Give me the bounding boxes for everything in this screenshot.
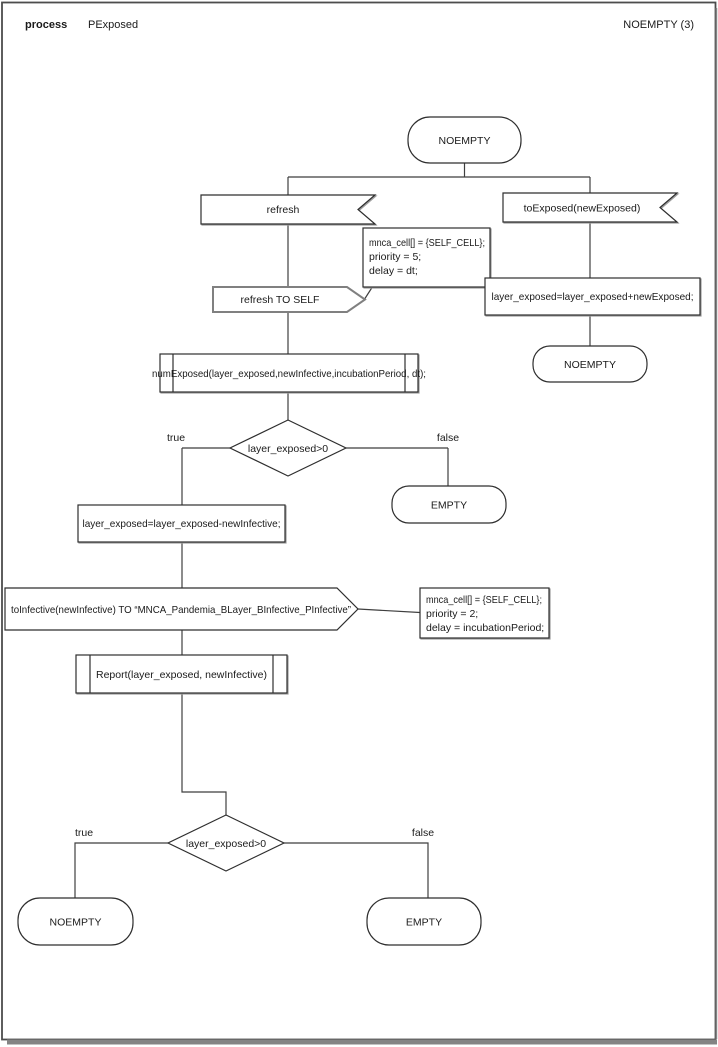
node-report-call[interactable]: Report(layer_exposed, newInfective)	[75, 654, 288, 694]
node-label: NOEMPTY	[50, 917, 102, 929]
node-note2[interactable]: mnca_cell[] = {SELF_CELL}; priority = 2;…	[419, 587, 550, 639]
terminator-shape	[532, 345, 648, 383]
node-empty-state1[interactable]: EMPTY	[391, 485, 507, 524]
node-label: numExposed(layer_exposed,newInfective,in…	[152, 368, 426, 380]
branch-label-false: false	[412, 827, 434, 839]
node-label: layer_exposed=layer_exposed-newInfective…	[83, 518, 281, 530]
note-line: priority = 2;	[426, 608, 478, 620]
predefined-process-shape	[159, 353, 419, 393]
node-label: layer_exposed=layer_exposed+newExposed;	[492, 291, 694, 303]
node-numexposed-call[interactable]: numExposed(layer_exposed,newInfective,in…	[152, 353, 426, 393]
process-shape	[77, 504, 286, 543]
header-doc-state: NOEMPTY (3)	[623, 19, 694, 31]
header-doc-name: PExposed	[88, 19, 138, 31]
send-signal-shape	[4, 587, 359, 631]
note-shape	[362, 227, 491, 288]
node-label: toExposed(newExposed)	[524, 203, 641, 215]
node-empty-state2[interactable]: EMPTY	[366, 897, 482, 946]
node-toexposed-receive[interactable]: toExposed(newExposed)	[502, 192, 679, 223]
node-noempty-state3[interactable]: NOEMPTY	[17, 897, 134, 946]
note-line: mnca_cell[] = {SELF_CELL};	[369, 237, 485, 249]
node-label: NOEMPTY	[439, 135, 491, 147]
node-toinfective-send[interactable]: toInfective(newInfective) TO “MNCA_Pande…	[4, 587, 359, 631]
terminator-shape	[391, 485, 507, 524]
terminator-shape	[407, 116, 522, 164]
page-shadow-bottom	[7, 1039, 717, 1045]
node-label: NOEMPTY	[564, 359, 616, 371]
connector-lines	[74, 163, 591, 898]
receive-signal-shape	[502, 192, 679, 223]
header-doc-type: process	[25, 19, 67, 31]
node-label: EMPTY	[431, 500, 467, 512]
node-decision2[interactable]: layer_exposed>0	[166, 814, 286, 872]
send-signal-shape	[212, 286, 367, 313]
node-refresh-receive[interactable]: refresh	[200, 194, 377, 225]
branch-label-true: true	[75, 827, 93, 839]
branch-label-false: false	[437, 432, 459, 444]
terminator-shape	[366, 897, 482, 946]
node-label: refresh	[267, 204, 300, 216]
node-label: layer_exposed>0	[186, 838, 266, 850]
note-line: mnca_cell[] = {SELF_CELL};	[426, 594, 542, 606]
predefined-process-shape	[75, 654, 288, 694]
note-line: delay = dt;	[369, 265, 418, 277]
note-line: delay = incubationPeriod;	[426, 622, 544, 634]
terminator-shape	[17, 897, 134, 946]
node-start-state[interactable]: NOEMPTY	[407, 116, 522, 164]
receive-signal-shape	[200, 194, 377, 225]
node-label: Report(layer_exposed, newInfective)	[96, 669, 267, 681]
node-label: EMPTY	[406, 917, 442, 929]
node-noempty-state2[interactable]: NOEMPTY	[532, 345, 648, 383]
decision-shape	[166, 814, 286, 872]
node-refresh-send[interactable]: refresh TO SELF	[212, 286, 367, 313]
node-label: toInfective(newInfective) TO “MNCA_Pande…	[11, 604, 351, 616]
node-label: refresh TO SELF	[241, 294, 320, 306]
process-shape	[484, 277, 701, 316]
node-label: layer_exposed>0	[248, 443, 328, 455]
branch-label-true: true	[167, 432, 185, 444]
note-line: priority = 5;	[369, 251, 421, 263]
node-note1[interactable]: mnca_cell[] = {SELF_CELL}; priority = 5;…	[362, 227, 491, 288]
note-shape	[419, 587, 550, 639]
decision-shape	[228, 419, 348, 477]
node-assign-plus[interactable]: layer_exposed=layer_exposed+newExposed;	[484, 277, 701, 316]
page-shadow-right	[715, 8, 718, 1039]
node-decision1[interactable]: layer_exposed>0	[228, 419, 348, 477]
node-assign-minus[interactable]: layer_exposed=layer_exposed-newInfective…	[77, 504, 286, 543]
